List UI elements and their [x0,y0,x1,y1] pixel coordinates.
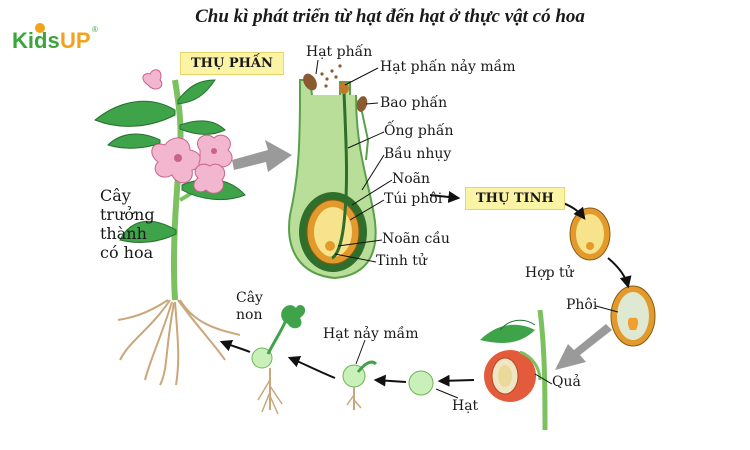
label-embryo: Phôi [566,297,598,313]
zoom-arrow-pistil [232,140,292,172]
pistil-detail [288,79,377,280]
stage-pollination: THỤ PHẤN [180,52,284,75]
embryo-ovule [610,285,656,347]
seedling [251,305,306,415]
label-germinating-pollen: Hạt phấn nảy mầm [380,59,516,75]
label-zygote: Hợp tử [525,265,574,281]
germinating-seed [342,360,378,410]
label-seed: Hạt [452,398,479,414]
svg-text:Kids: Kids [12,28,60,53]
label-ovule: Noãn [392,171,431,187]
label-sperm: Tinh tử [376,253,427,269]
label-ovary: Bầu nhụy [384,146,452,162]
label-fruit: Quả [552,374,581,390]
arrow-to-embryo [607,257,632,289]
label-germinating-seed: Hạt nảy mầm [323,326,419,342]
label-egg-cell: Noãn cầu [382,231,450,247]
logo-mark: ® [92,25,98,34]
diagram-title: Chu kì phát triển từ hạt đến hạt ở thực … [195,6,585,27]
pollen-grains [303,64,368,112]
zygote-ovule [569,207,611,261]
fruit-plant [480,309,548,431]
arrow-to-fertilization [429,191,461,203]
label-pollen: Hạt phấn [306,44,373,60]
seed [408,370,434,396]
arrow-to-seedling [287,355,336,379]
mature-plant [117,299,241,386]
zoom-arrow-fruit [555,324,612,370]
leader-lines [315,59,619,399]
label-anther: Bao phấn [380,95,448,111]
label-pollen-tube: Ống phấn [384,123,454,139]
label-mature-plant: Cây trưởng thành có hoa [100,186,155,262]
kidsup-logo: Kids UP ® [10,22,100,56]
arrow-to-seed [437,374,475,387]
label-embryo-sac: Túi phôi [384,191,443,207]
arrow-to-mature [219,339,251,353]
stage-fertilization: THỤ TINH [465,187,565,210]
label-seedling: Cây non [236,290,263,323]
svg-text:UP: UP [60,28,91,53]
arrow-to-germinating [373,374,407,387]
